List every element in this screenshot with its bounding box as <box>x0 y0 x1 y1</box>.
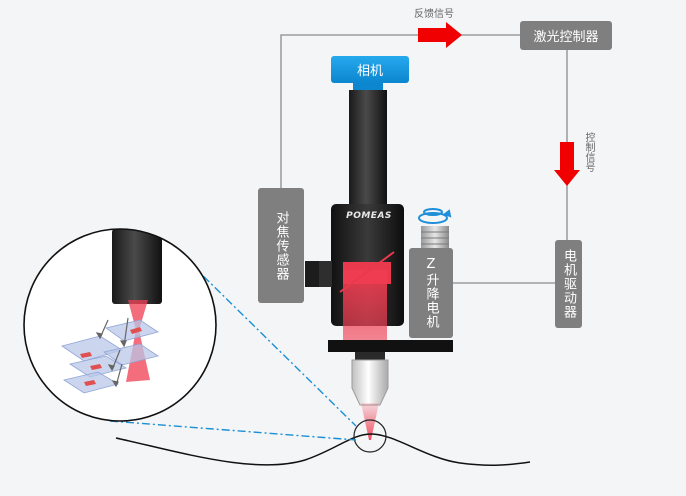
focal-planes <box>61 319 159 394</box>
magnified-arrows <box>95 317 129 388</box>
feedback-arrow-icon <box>418 22 462 48</box>
laser-controller-box: 激光控制器 <box>520 21 612 50</box>
mounting-plate <box>328 340 453 352</box>
sensor-arm-cap <box>319 261 332 287</box>
lens-collar <box>355 352 385 360</box>
magnified-lens-tip <box>112 229 162 304</box>
magnifier-circle <box>23 228 217 422</box>
focus-sensor-box: 对焦传感器 <box>258 188 304 303</box>
z-motor-label: Z升降电机 <box>423 257 439 329</box>
magnified-view <box>24 229 216 421</box>
motor-connector-ribs <box>421 231 449 245</box>
workpiece-surface <box>115 433 531 466</box>
feedback-signal-label: 反馈信号 <box>414 9 454 20</box>
laser-controller-label: 激光控制器 <box>533 30 599 45</box>
motor-connector <box>421 226 449 248</box>
z-motor-box: Z升降电机 <box>409 248 453 338</box>
camera-label: 相机 <box>356 64 383 79</box>
focus-point-circle <box>353 419 387 453</box>
control-signal-label: 控制信号 <box>583 132 594 172</box>
magnifier-guides <box>109 264 357 441</box>
control-arrow-icon <box>554 142 580 186</box>
beam-splitter <box>339 251 395 293</box>
motor-driver-label: 电机驱动器 <box>561 249 576 319</box>
internal-beam-vertical <box>343 270 387 342</box>
objective-lens <box>351 359 389 406</box>
motor-driver-box: 电机驱动器 <box>555 240 582 328</box>
camera-label-box: 相机 <box>331 56 409 83</box>
camera-mount <box>353 82 383 92</box>
laser-cone <box>361 403 379 440</box>
focus-sensor-label: 对焦传感器 <box>273 210 289 281</box>
camera-tube <box>349 90 387 207</box>
brand-logo: POMEAS <box>346 211 392 221</box>
rotation-arrows-icon <box>418 208 452 224</box>
